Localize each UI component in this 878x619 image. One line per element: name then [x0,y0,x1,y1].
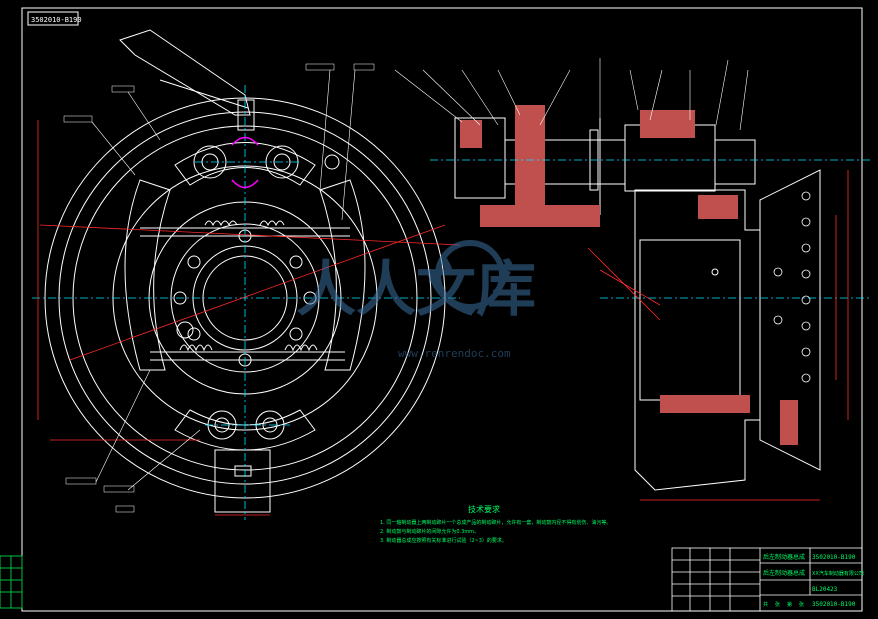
title-name-2: 后左制动器总成 [763,569,805,577]
title-code-2: 3502010-B190 [812,601,856,608]
tech-req-line-1: 1. 同一轴制动器上两制动蹄片一个总成产品的制动蹄片，允许有一套，制动鼓内径不得… [380,519,611,526]
watermark: 人人文库 www.renrendoc.com [296,240,536,360]
title-footer-4: 张 [799,601,804,608]
front-leaders [91,69,356,491]
title-footer-2: 张 [775,601,780,608]
drawing-code-box [27,11,79,26]
title-scale: BL20423 [812,586,838,593]
front-label-texts [63,63,375,513]
front-dimensions [37,120,461,516]
tech-req-line-2: 2. 制动鼓与制动蹄片的间隙允许为0.3mm。 [380,528,479,535]
housing-bolts [773,191,811,383]
title-name-1: 后左制动器总成 [763,553,805,561]
watermark-main: 人人文库 [296,255,536,325]
title-footer-3: 第 [787,601,792,608]
watermark-url: www.renrendoc.com [398,347,511,360]
drawing-code-label: 3502010-B190 [31,16,82,24]
title-footer-1: 共 [763,601,768,608]
title-block [671,547,863,612]
section-leaders [394,58,749,131]
tech-req-title: 技术要求 [468,504,500,514]
tech-req-line-3: 3. 制动器总成应按照有关标准进行试验（2~3）的要求。 [380,537,507,544]
front-highlight [231,136,259,189]
front-center-lines [32,85,460,520]
title-company: XX汽车制动器有限公司 [812,570,864,577]
title-code-1: 3502010-B190 [812,554,856,561]
section-hatch [460,105,738,227]
drawing-border [21,7,863,612]
housing-hatch [660,395,798,445]
side-dimensions [587,170,849,501]
